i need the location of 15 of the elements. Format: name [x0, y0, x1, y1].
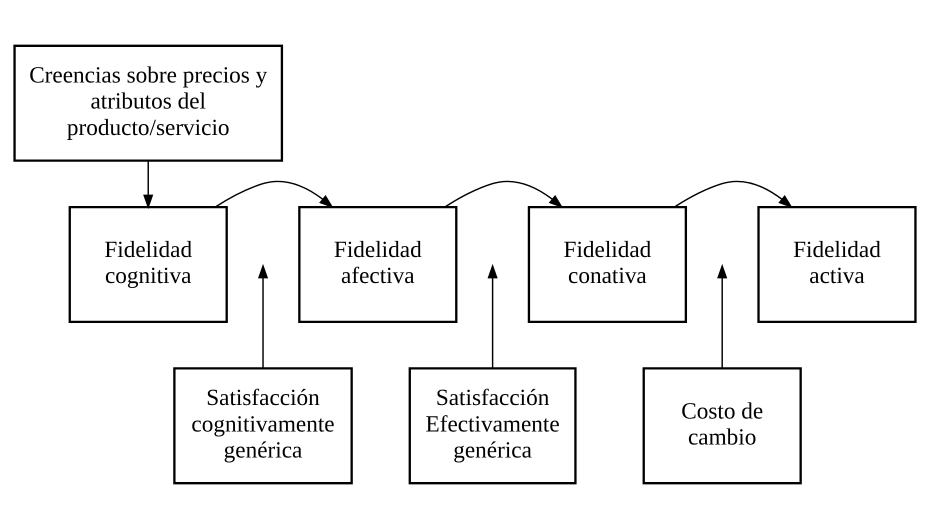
node-box: Satisfacción Efectivamente genérica: [408, 367, 577, 484]
node-box: Costo de cambio: [642, 367, 802, 484]
arrow: [674, 180, 793, 208]
arrow: [258, 264, 268, 368]
arrow: [143, 160, 154, 210]
node-box: Fidelidad cognitiva: [68, 206, 228, 324]
arrow: [488, 264, 498, 368]
arrow: [215, 180, 334, 208]
arrow: [444, 180, 564, 208]
arrow: [717, 264, 728, 368]
node-box: Fidelidad activa: [757, 206, 917, 324]
node-box: Fidelidad afectiva: [298, 206, 458, 324]
node-box: Creencias sobre precios y atributos del producto/servicio: [13, 44, 284, 162]
node-box: Fidelidad conativa: [528, 206, 688, 324]
node-box: Satisfacción cognitivamente genérica: [173, 367, 353, 484]
